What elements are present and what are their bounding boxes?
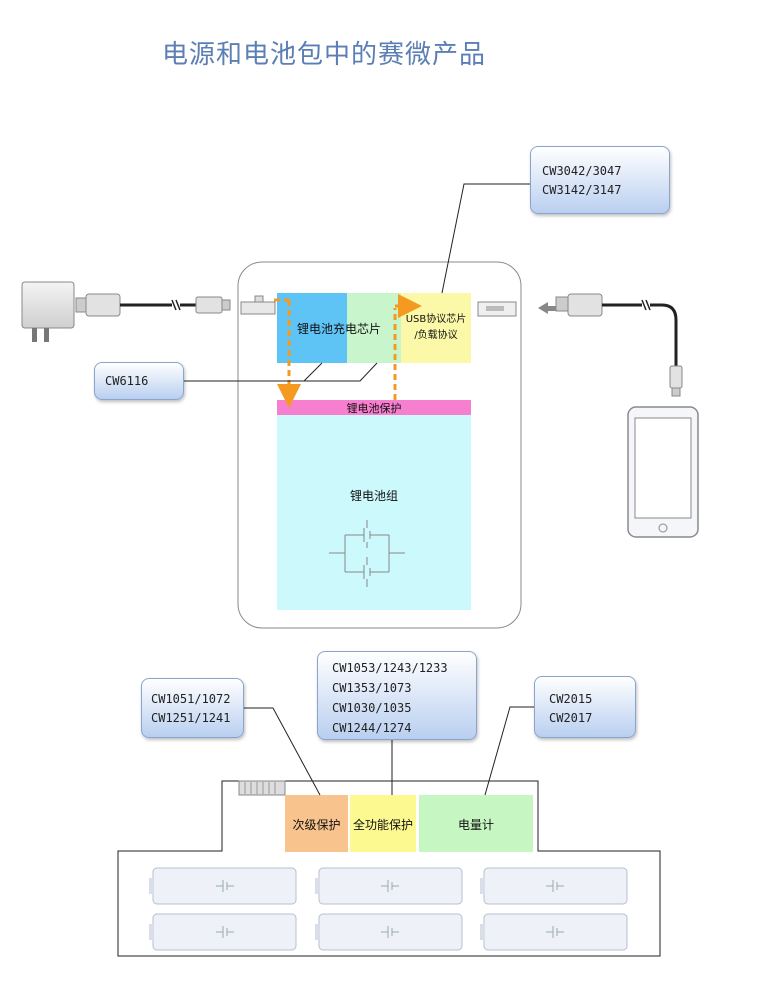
callout-line: CW3142/3147	[542, 183, 622, 197]
callout-line: CW2015	[549, 692, 593, 706]
battery-pack-block	[277, 415, 471, 610]
callout-charger: CW6116	[94, 362, 184, 400]
usb-cable-right-icon	[555, 293, 683, 397]
leader-line-fuel-gauge-top	[441, 183, 530, 294]
usb-cable-left-icon	[75, 293, 231, 317]
secondary-protection-label: 次级保护	[292, 817, 341, 832]
leader-line-charger-2	[304, 362, 378, 382]
battery-cell	[315, 913, 463, 951]
callout-line: CW1030/1035	[332, 701, 412, 715]
fuel-gauge-label: 电量计	[457, 817, 494, 832]
usb-chip-label-line2: /负载协议	[414, 330, 458, 341]
battery-cell	[480, 913, 628, 951]
gray-arrow-icon	[538, 302, 556, 314]
battery-cell	[480, 867, 628, 905]
module-connector-icon	[238, 780, 286, 796]
charger-chip-green-block	[347, 293, 401, 363]
callout-line: CW1053/1243/1233	[332, 661, 448, 675]
leader-line-fuel-gauge-bottom	[484, 706, 534, 796]
battery-pack-label: 锂电池组	[349, 488, 398, 503]
callout-fuel-gauge-bottom: CW2015 CW2017	[534, 676, 636, 738]
wall-adapter-icon	[21, 281, 75, 342]
battery-symbol-icon	[329, 520, 405, 587]
secondary-protection-block	[285, 795, 348, 852]
battery-cells	[149, 867, 628, 951]
diagram-title: 电源和电池包中的赛微产品	[162, 40, 487, 70]
usb-chip-label: USB协议芯片 /负载协议	[401, 310, 471, 346]
callout-secondary-protection: CW1051/1072 CW1251/1241	[141, 678, 244, 738]
full-protection-label: 全功能保护	[352, 817, 413, 832]
callout-line: CW1051/1072	[151, 692, 231, 706]
callout-line: CW1244/1274	[332, 721, 412, 735]
protection-label: 锂电池保护	[346, 401, 402, 415]
callout-full-protection: CW1053/1243/1233 CW1353/1073 CW1030/1035…	[317, 651, 477, 740]
full-protection-block	[350, 795, 416, 852]
battery-cell	[149, 913, 297, 951]
callout-fuel-gauge-top: CW3042/3047 CW3142/3147	[530, 146, 670, 214]
callout-line: CW1251/1241	[151, 711, 231, 725]
micro-usb-port-icon	[240, 295, 276, 315]
callout-line: CW3042/3047	[542, 164, 622, 178]
battery-cell	[315, 867, 463, 905]
charger-chip-label: 锂电池充电芯片	[296, 321, 381, 336]
smartphone-icon	[627, 406, 699, 538]
callout-line: CW1353/1073	[332, 681, 412, 695]
fuel-gauge-block	[419, 795, 533, 852]
usb-port-right-icon	[477, 301, 517, 317]
callout-line: CW6116	[105, 374, 149, 388]
battery-cell	[149, 867, 297, 905]
callout-line: CW2017	[549, 711, 593, 725]
usb-chip-label-line1: USB协议芯片	[405, 314, 467, 325]
protection-bar	[277, 400, 471, 415]
leader-line-secondary	[244, 707, 321, 796]
